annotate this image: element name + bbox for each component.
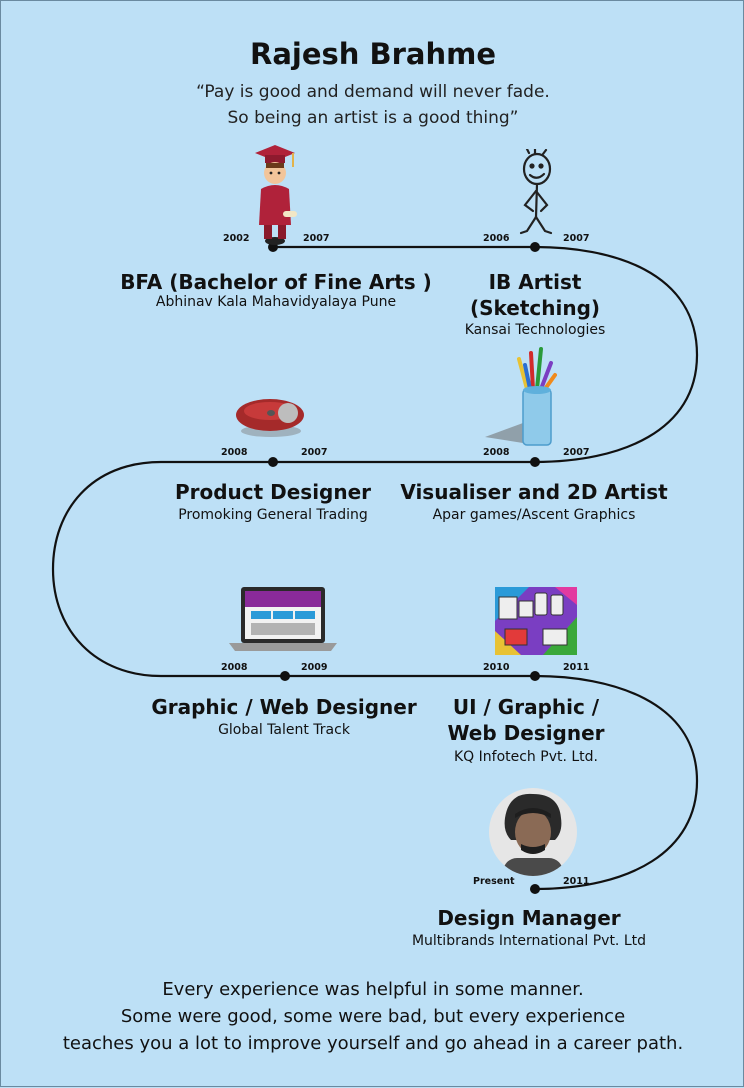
footer-line: Some were good, some were bad, but every… — [120, 1006, 626, 1027]
role-title: UI / Graphic / Web Designer — [415, 694, 637, 746]
org-name: Abhinav Kala Mahavidyalaya Pune — [155, 294, 397, 310]
org-name: KQ Infotech Pvt. Ltd. — [453, 749, 598, 765]
role-title: Graphic / Web Designer — [151, 695, 417, 719]
start-year: 2008 — [221, 447, 248, 458]
timeline-node — [268, 457, 278, 467]
start-year: 2006 — [483, 233, 510, 244]
footer-line: Every experience was helpful in some man… — [162, 979, 584, 1000]
footer-message: Every experience was helpful in some man… — [1, 976, 744, 1057]
org-name: Multibrands International Pvt. Ltd — [411, 933, 647, 949]
end-year: 2007 — [303, 233, 330, 244]
end-year: 2007 — [563, 233, 590, 244]
timeline-node — [530, 671, 540, 681]
page-title: Rajesh Brahme — [249, 37, 497, 71]
role-title: IB Artist (Sketching) — [421, 269, 649, 321]
mouse-icon — [236, 399, 304, 437]
end-year: 2007 — [563, 447, 590, 458]
role-line: IB Artist — [488, 270, 582, 294]
role-title: Product Designer — [174, 480, 372, 504]
role-line: UI / Graphic / — [452, 695, 600, 719]
role-line: (Sketching) — [469, 296, 601, 320]
quote-line: “Pay is good and demand will never fade. — [196, 82, 550, 102]
end-year: 2011 — [563, 662, 590, 673]
footer-line: teaches you a lot to improve yourself an… — [62, 1033, 684, 1054]
end-year: 2011 — [563, 876, 590, 887]
timeline-node — [530, 884, 540, 894]
org-name: Global Talent Track — [218, 722, 350, 738]
quote: “Pay is good and demand will never fade.… — [1, 79, 744, 131]
end-year: 2007 — [301, 447, 328, 458]
role-title: Design Manager — [437, 906, 621, 930]
start-year: 2002 — [223, 233, 250, 244]
graduate-icon — [255, 145, 297, 245]
org-name: Kansai Technologies — [464, 322, 606, 338]
start-year: 2010 — [483, 662, 510, 673]
start-year: 2008 — [483, 447, 510, 458]
timeline-node — [530, 242, 540, 252]
role-line: Web Designer — [447, 721, 605, 745]
org-name: Promoking General Trading — [178, 507, 368, 523]
timeline-node — [530, 457, 540, 467]
laptop-icon — [229, 587, 337, 651]
pencil-cup-icon — [485, 347, 557, 446]
role-title: Visualiser and 2D Artist — [400, 480, 668, 504]
stick-figure-icon — [519, 149, 553, 235]
devices-icon — [495, 587, 577, 655]
portrait-photo — [489, 788, 577, 876]
start-year: Present — [473, 876, 515, 887]
start-year: 2008 — [221, 662, 248, 673]
quote-line: So being an artist is a good thing” — [227, 108, 519, 128]
end-year: 2009 — [301, 662, 328, 673]
timeline-node — [280, 671, 290, 681]
org-name: Apar games/Ascent Graphics — [432, 507, 636, 523]
role-title: BFA (Bachelor of Fine Arts ) — [120, 270, 432, 294]
